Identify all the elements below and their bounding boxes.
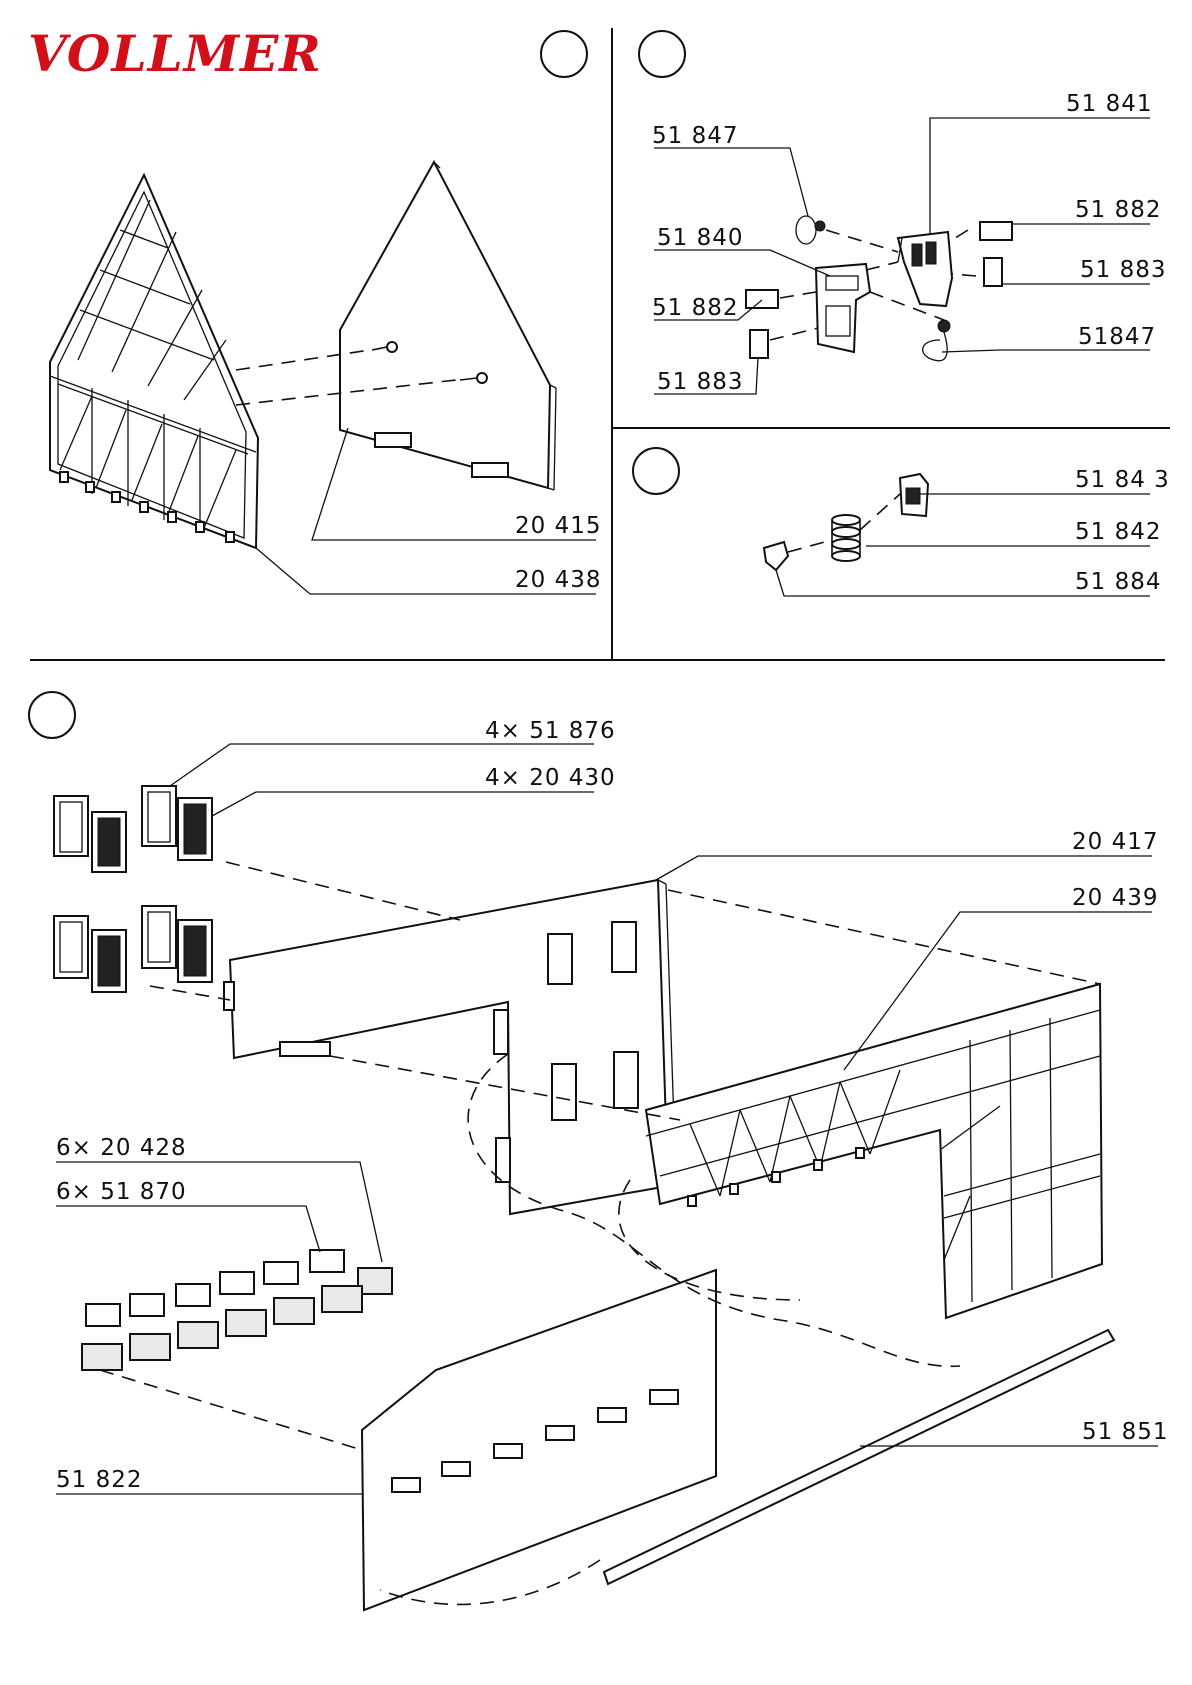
- label-51841: 51 841: [1066, 91, 1152, 117]
- label-51882-right: 51 882: [1075, 197, 1161, 223]
- wall-assembly: 4× 51 876 4× 20 430 20 417 20 439 6× 20 …: [54, 718, 1168, 1610]
- label-4x-51876: 4× 51 876: [485, 718, 616, 744]
- gable-assembly: 20 415 20 438: [50, 162, 601, 594]
- label-51822: 51 822: [56, 1467, 142, 1493]
- label-51847-bottom: 51847: [1078, 324, 1156, 350]
- label-51847-top: 51 847: [652, 123, 738, 149]
- cable-lamp-bottom: [923, 320, 950, 361]
- part-51840: [816, 264, 870, 352]
- plate-51882-left: [746, 290, 778, 308]
- label-51882-left: 51 882: [652, 295, 738, 321]
- label-20415: 20 415: [515, 513, 601, 539]
- section-marker-1: [541, 31, 587, 77]
- label-4x-20430: 4× 20 430: [485, 765, 616, 791]
- label-51842: 51 842: [1075, 519, 1161, 545]
- label-20438: 20 438: [515, 567, 601, 593]
- label-51884: 51 884: [1075, 569, 1161, 595]
- label-51840: 51 840: [657, 225, 743, 251]
- cable-lamp-top: [796, 216, 825, 244]
- plain-gable: [340, 162, 556, 490]
- wall-51822: [362, 1270, 716, 1610]
- plate-51882-right: [980, 222, 1012, 240]
- label-51851: 51 851: [1082, 1419, 1168, 1445]
- wall-20439: [646, 984, 1102, 1318]
- wall-20417: [224, 880, 676, 1214]
- brand-logo-text: VOLLMER: [28, 24, 322, 83]
- label-6x-51870: 6× 51 870: [56, 1179, 187, 1205]
- section-marker-3: [633, 448, 679, 494]
- plate-51883-right: [984, 258, 1002, 286]
- part-51841: [898, 232, 952, 306]
- part-51884: [764, 542, 788, 570]
- small-windows: [82, 1250, 392, 1370]
- label-20439: 20 439: [1072, 885, 1158, 911]
- window-set-upper: [54, 786, 212, 872]
- lamp-assembly: 51 841 51 847 51 882 51 840 51 883 51 88…: [652, 91, 1166, 395]
- plate-51883-left: [750, 330, 768, 358]
- section-marker-4: [29, 692, 75, 738]
- half-timbered-gable: [50, 175, 258, 548]
- label-51883-left: 51 883: [657, 369, 743, 395]
- vollmer-logo: VOLLMER: [24, 24, 322, 83]
- window-set-lower: [54, 906, 212, 992]
- sign-assembly: 51 84 3 51 842 51 884: [764, 467, 1170, 596]
- label-51843: 51 84 3: [1075, 467, 1170, 493]
- label-20417: 20 417: [1072, 829, 1158, 855]
- section-marker-2: [639, 31, 685, 77]
- label-6x-20428: 6× 20 428: [56, 1135, 187, 1161]
- label-51883-right: 51 883: [1080, 257, 1166, 283]
- part-51842: [832, 515, 860, 561]
